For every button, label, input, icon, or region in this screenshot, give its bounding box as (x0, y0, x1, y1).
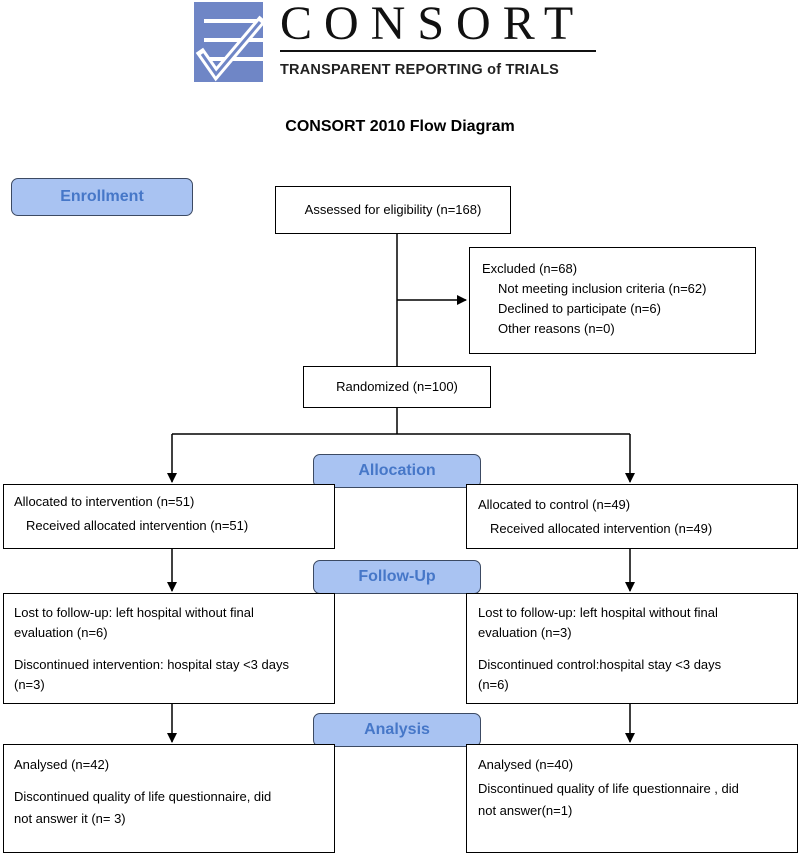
intervention-lost-line: evaluation (n=6) (14, 625, 108, 640)
logo-wordmark: CONSORT (280, 0, 586, 50)
assessed-box: Assessed for eligibility (n=168) (275, 186, 511, 234)
stage-follow-up: Follow-Up (313, 560, 481, 594)
randomized-box: Randomized (n=100) (303, 366, 491, 408)
excluded-reason: Other reasons (n=0) (498, 321, 615, 336)
intervention-followup-box: Lost to follow-up: left hospital without… (3, 593, 335, 704)
intervention-discontinued-line: (n=3) (14, 677, 45, 692)
randomized-text: Randomized (n=100) (336, 379, 458, 394)
control-followup-box: Lost to follow-up: left hospital without… (466, 593, 798, 704)
excluded-box: Excluded (n=68) Not meeting inclusion cr… (469, 247, 756, 354)
intervention-analysis-note: not answer it (n= 3) (14, 811, 126, 826)
intervention-analysis-box: Analysed (n=42) Discontinued quality of … (3, 744, 335, 853)
control-analysed: Analysed (n=40) (478, 757, 574, 772)
intervention-discontinued-line: Discontinued intervention: hospital stay… (14, 657, 289, 672)
stage-enrollment: Enrollment (11, 178, 193, 216)
control-discontinued-line: (n=6) (478, 677, 509, 692)
control-lost-line: evaluation (n=3) (478, 625, 572, 640)
consort-logo-icon (194, 2, 263, 82)
excluded-reason: Not meeting inclusion criteria (n=62) (498, 281, 707, 296)
control-analysis-note: not answer(n=1) (478, 803, 573, 818)
stage-analysis: Analysis (313, 713, 481, 747)
control-allocated: Allocated to control (n=49) (478, 497, 631, 512)
diagram-title: CONSORT 2010 Flow Diagram (285, 118, 515, 135)
intervention-analysed: Analysed (n=42) (14, 757, 110, 772)
excluded-label: Excluded (n=68) (482, 261, 578, 276)
control-allocation-box: Allocated to control (n=49) Received all… (466, 484, 798, 549)
assessed-text: Assessed for eligibility (n=168) (304, 202, 482, 217)
excluded-reason: Declined to participate (n=6) (498, 301, 661, 316)
control-lost-line: Lost to follow-up: left hospital without… (478, 605, 718, 620)
control-discontinued-line: Discontinued control:hospital stay <3 da… (478, 657, 722, 672)
intervention-allocation-box: Allocated to intervention (n=51) Receive… (3, 484, 335, 549)
logo-rule (280, 50, 596, 52)
control-received: Received allocated intervention (n=49) (490, 521, 713, 536)
stage-allocation: Allocation (313, 454, 481, 488)
control-analysis-box: Analysed (n=40) Discontinued quality of … (466, 744, 798, 853)
control-analysis-note: Discontinued quality of life questionnai… (478, 781, 739, 796)
logo-tagline: TRANSPARENT REPORTING of TRIALS (280, 62, 560, 78)
intervention-allocated: Allocated to intervention (n=51) (14, 494, 195, 509)
intervention-analysis-note: Discontinued quality of life questionnai… (14, 789, 272, 804)
intervention-received: Received allocated intervention (n=51) (26, 518, 249, 533)
intervention-lost-line: Lost to follow-up: left hospital without… (14, 605, 254, 620)
